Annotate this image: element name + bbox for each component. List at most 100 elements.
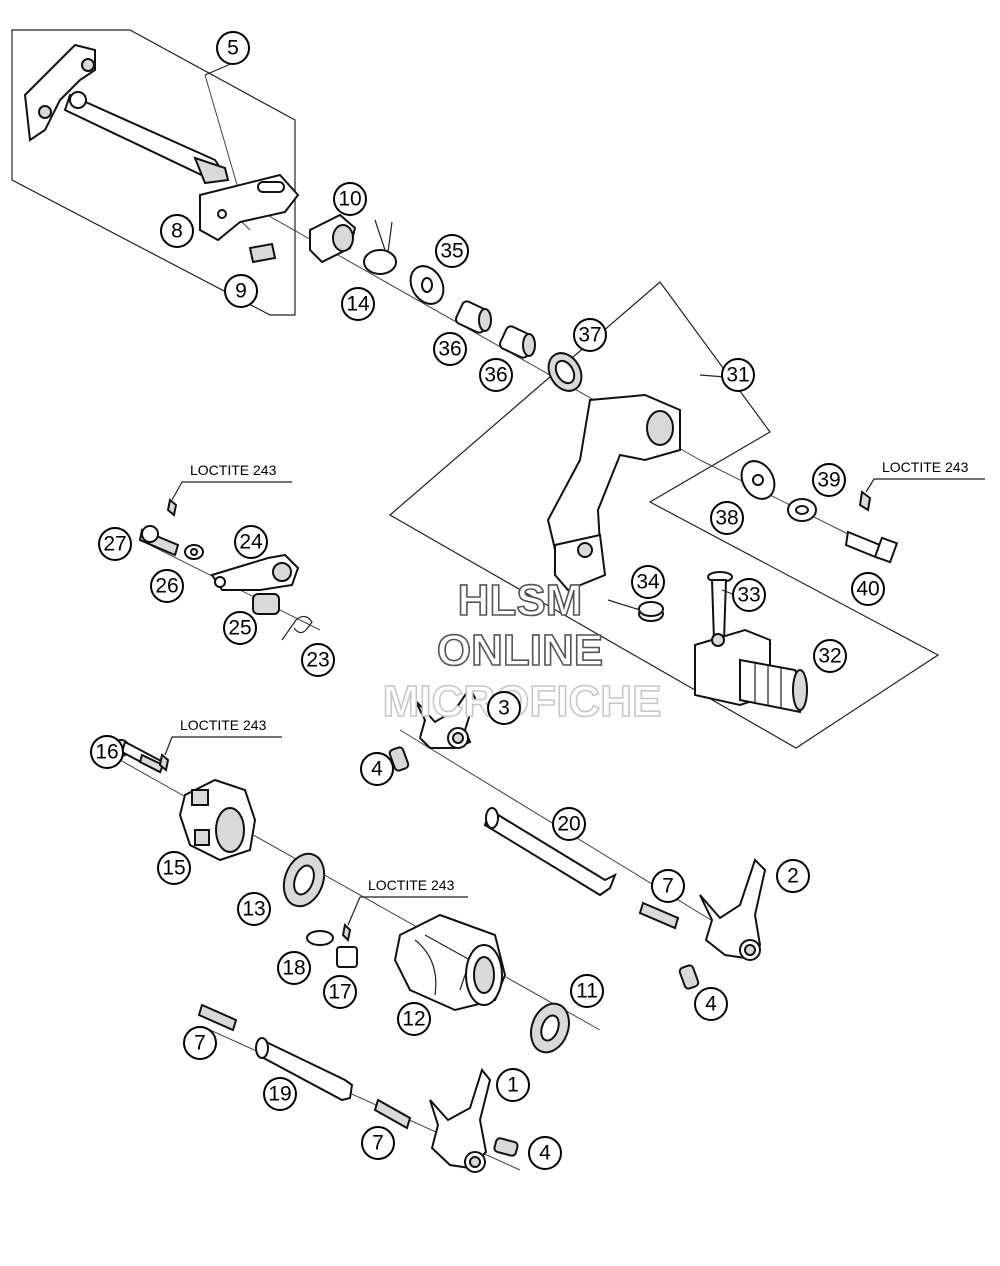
callout-leaders (204, 62, 739, 611)
callout-4-c: 4 (528, 1136, 562, 1170)
bushing-part (309, 213, 357, 264)
callout-35: 35 (435, 234, 469, 268)
callout-7-c: 7 (361, 1126, 395, 1160)
small-spring-part (248, 242, 277, 264)
loctite-text-4: LOCTITE 243 (368, 877, 455, 893)
washer-part-35 (409, 265, 445, 305)
shift-plate-part (199, 173, 300, 242)
loctite-text-3: LOCTITE 243 (180, 717, 267, 733)
svg-text:17: 17 (328, 981, 351, 1004)
locking-lever-part (210, 553, 300, 591)
spring-part-7b (638, 901, 680, 930)
spring-washer-part (787, 498, 817, 522)
spring-part-34 (638, 601, 664, 622)
svg-text:31: 31 (726, 364, 749, 387)
shift-drum-part (393, 913, 507, 1012)
svg-text:36: 36 (438, 338, 461, 361)
seal-ring-part (547, 352, 583, 392)
washer-part-38 (740, 460, 776, 500)
roller-part-25 (252, 593, 280, 615)
callout-2: 2 (776, 859, 810, 893)
callout-40: 40 (851, 572, 885, 606)
svg-text:4: 4 (705, 993, 717, 1016)
shift-fork-part-1 (429, 1067, 492, 1173)
svg-text:10: 10 (338, 188, 361, 211)
callout-11: 11 (570, 974, 604, 1008)
washer-part-26 (184, 544, 204, 560)
callout-8: 8 (160, 214, 194, 248)
callout-10: 10 (333, 182, 367, 216)
svg-text:24: 24 (239, 531, 263, 554)
svg-text:33: 33 (737, 584, 760, 607)
callout-34: 34 (631, 565, 665, 599)
group-box-shift-lever (388, 281, 940, 749)
washer-part-11 (530, 1002, 570, 1054)
callout-38: 38 (710, 501, 744, 535)
svg-text:14: 14 (346, 293, 370, 316)
callout-37: 37 (573, 318, 607, 352)
callout-14: 14 (341, 287, 375, 321)
watermark-line-2: ONLINE (437, 626, 603, 675)
svg-text:4: 4 (539, 1142, 551, 1165)
svg-text:27: 27 (103, 533, 126, 556)
svg-text:4: 4 (371, 758, 383, 781)
svg-text:34: 34 (636, 571, 660, 594)
return-spring-part (363, 219, 397, 275)
shift-shaft-part (23, 43, 230, 185)
callout-7-b: 7 (651, 869, 685, 903)
loctite-text-2: LOCTITE 243 (882, 459, 969, 475)
svg-text:3: 3 (498, 697, 510, 720)
svg-text:40: 40 (856, 578, 879, 601)
svg-text:36: 36 (484, 364, 507, 387)
callout-31: 31 (721, 358, 755, 392)
watermark-faded: MICROFICHE (382, 676, 662, 727)
shift-drum-locating-part (178, 778, 257, 862)
svg-text:20: 20 (557, 813, 580, 836)
loctite-label-2: LOCTITE 243 (865, 459, 985, 493)
watermark: HLSM ONLINE (436, 575, 604, 676)
loctite-text-1: LOCTITE 243 (190, 462, 277, 478)
callout-18: 18 (277, 951, 311, 985)
svg-text:9: 9 (235, 280, 247, 303)
loctite-label-1: LOCTITE 243 (171, 462, 292, 501)
callout-3: 3 (487, 691, 521, 725)
callout-36-a: 36 (433, 332, 467, 366)
svg-text:23: 23 (306, 649, 329, 672)
callout-5: 5 (216, 31, 250, 65)
svg-text:13: 13 (242, 898, 265, 921)
washer-part-18 (306, 930, 334, 946)
callout-33: 33 (732, 578, 766, 612)
guide-pin-part-a (388, 746, 410, 772)
pin-part-33 (707, 571, 733, 641)
svg-text:15: 15 (162, 857, 185, 880)
callout-24: 24 (234, 525, 268, 559)
callout-17: 17 (323, 975, 357, 1009)
callout-7-a: 7 (183, 1026, 217, 1060)
shift-lever-part (546, 393, 681, 592)
callout-27: 27 (98, 527, 132, 561)
svg-text:39: 39 (817, 469, 840, 492)
callout-19: 19 (263, 1077, 297, 1111)
callout-36-b: 36 (479, 358, 513, 392)
spring-part-23 (281, 615, 313, 641)
svg-text:37: 37 (578, 324, 601, 347)
svg-text:25: 25 (228, 617, 251, 640)
callout-20: 20 (552, 807, 586, 841)
callout-26: 26 (150, 569, 184, 603)
spring-part-7a (197, 1003, 238, 1032)
svg-text:7: 7 (372, 1132, 384, 1155)
bolt-part-17 (336, 922, 358, 968)
svg-text:32: 32 (818, 645, 841, 668)
callout-25: 25 (223, 611, 257, 645)
svg-text:16: 16 (95, 741, 118, 764)
callout-4-a: 4 (360, 752, 394, 786)
svg-text:2: 2 (787, 865, 799, 888)
callout-32: 32 (813, 639, 847, 673)
svg-text:7: 7 (662, 875, 674, 898)
fork-shaft-part-19 (255, 1037, 354, 1102)
svg-text:38: 38 (715, 507, 738, 530)
callout-12: 12 (397, 1002, 431, 1036)
guide-pin-part-c (493, 1137, 519, 1157)
callout-1: 1 (496, 1068, 530, 1102)
